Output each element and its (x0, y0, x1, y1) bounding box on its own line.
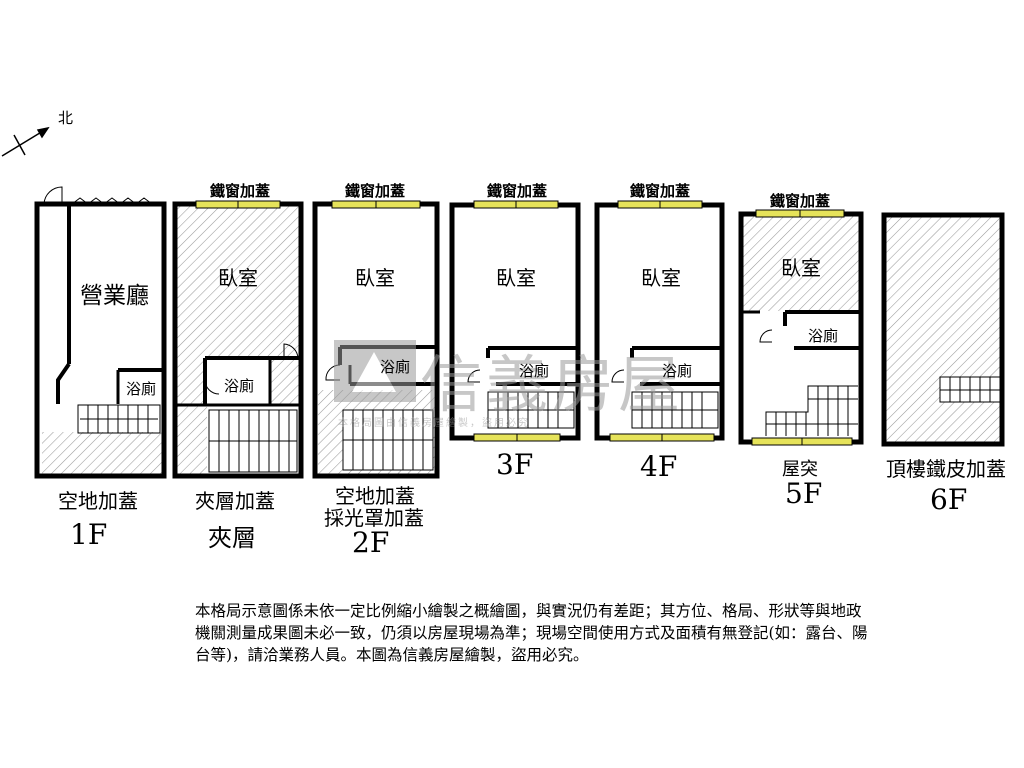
p5-room: 臥室 (781, 256, 821, 280)
p1-room: 營業廳 (80, 283, 149, 309)
p4-window: 鐵窗加蓋 (630, 182, 691, 200)
p3-floor: 3F (496, 448, 534, 481)
mez-floor: 夾層 (208, 524, 256, 552)
disclaimer-note: 本格局示意圖係未依一定比例縮小繪製之概繪圖，與實況仍有差距；其方位、格局、形狀等… (195, 602, 868, 664)
p4-floor: 4F (640, 450, 678, 483)
watermark-brand: 信義房屋 (420, 348, 685, 421)
mez-window: 鐵窗加蓋 (210, 182, 271, 200)
p3-window: 鐵窗加蓋 (487, 182, 548, 200)
mez-bath: 浴廁 (224, 377, 255, 395)
p2-caption2: 採光罩加蓋 (324, 506, 424, 530)
plan-mezzanine (172, 200, 304, 479)
plan-6f (881, 212, 1005, 447)
plan-4f (594, 200, 725, 442)
p2-room: 臥室 (355, 266, 395, 290)
plan-1f (34, 186, 167, 479)
mez-caption: 夾層加蓋 (195, 489, 275, 513)
watermark-small-text: 本格局圖由信義房屋繪製，盜用必究 (338, 418, 530, 429)
p6-caption: 頂樓鐵皮加蓋 (886, 457, 1006, 481)
north-label: 北 (58, 109, 74, 127)
p2-caption1: 空地加蓋 (335, 484, 415, 508)
p1-floor: 1F (70, 518, 108, 551)
p3-bath: 浴廁 (519, 362, 550, 380)
p4-room: 臥室 (641, 266, 681, 290)
plan-2f (312, 200, 440, 479)
p5-window: 鐵窗加蓋 (770, 192, 831, 210)
watermark-logo-icon (334, 340, 416, 402)
p5-floor: 5F (785, 477, 823, 510)
p2-floor: 2F (352, 526, 390, 559)
p1-bath: 浴廁 (126, 380, 157, 398)
p5-bath: 浴廁 (808, 327, 839, 345)
p2-bath: 浴廁 (380, 358, 411, 376)
p1-caption: 空地加蓋 (58, 489, 138, 513)
north-arrow-icon (1, 126, 50, 157)
p6-floor: 6F (930, 483, 968, 516)
p4-bath: 浴廁 (662, 362, 693, 380)
plan-3f (449, 200, 581, 442)
mez-room: 臥室 (218, 266, 258, 290)
p3-room: 臥室 (496, 266, 536, 290)
plan-5f (738, 209, 864, 446)
p5-caption: 屋突 (782, 459, 818, 480)
p2-window: 鐵窗加蓋 (345, 182, 406, 200)
